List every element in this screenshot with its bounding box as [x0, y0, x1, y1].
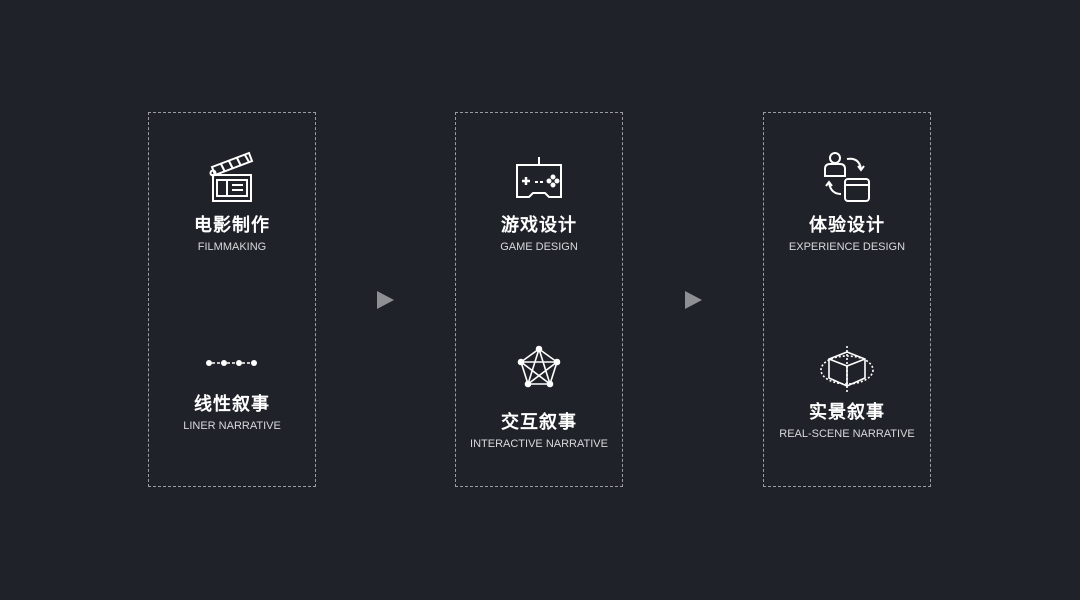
item-title: 实景叙事 — [809, 402, 885, 423]
3d-cube-icon — [820, 346, 874, 392]
item-title: 游戏设计 — [501, 215, 577, 236]
flow-arrow-icon — [685, 291, 702, 309]
gamepad-icon — [516, 157, 562, 198]
clapperboard-icon — [209, 151, 254, 202]
card-game-design: 游戏设计 GAME DESIGN 交互叙事 INTERACTIVE NARRAT… — [455, 112, 623, 487]
item-subtitle: REAL-SCENE NARRATIVE — [779, 428, 915, 440]
item-title: 体验设计 — [809, 215, 885, 236]
item-filmmaking: 电影制作 FILMMAKING — [149, 149, 315, 254]
item-subtitle: LINER NARRATIVE — [183, 420, 281, 432]
card-experience-design: 体验设计 EXPERIENCE DESIGN 实景叙事 REAL-SCENE N… — [763, 112, 931, 487]
item-title: 交互叙事 — [501, 412, 577, 433]
network-pentagon-icon — [517, 345, 561, 388]
item-interactive-narrative: 交互叙事 INTERACTIVE NARRATIVE — [456, 345, 622, 451]
item-subtitle: GAME DESIGN — [500, 241, 578, 253]
item-game-design: 游戏设计 GAME DESIGN — [456, 149, 622, 254]
item-subtitle: INTERACTIVE NARRATIVE — [470, 438, 608, 450]
item-experience-design: 体验设计 EXPERIENCE DESIGN — [764, 149, 930, 254]
item-real-scene-narrative: 实景叙事 REAL-SCENE NARRATIVE — [764, 346, 930, 441]
flow-arrow-icon — [377, 291, 394, 309]
item-subtitle: FILMMAKING — [197, 241, 267, 253]
item-title: 电影制作 — [194, 215, 270, 236]
linear-nodes-icon — [206, 360, 257, 366]
user-interface-cycle-icon — [824, 152, 870, 202]
card-filmmaking: 电影制作 FILMMAKING 线性叙事 LINER NARRATIVE — [148, 112, 316, 487]
item-subtitle: EXPERIENCE DESIGN — [788, 241, 906, 253]
item-title: 线性叙事 — [194, 394, 270, 415]
item-linear-narrative: 线性叙事 LINER NARRATIVE — [149, 353, 315, 433]
